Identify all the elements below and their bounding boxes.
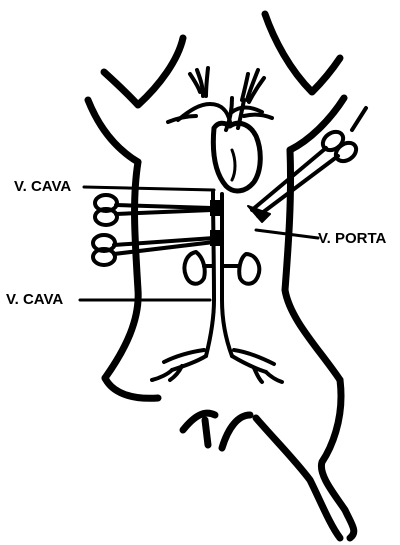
neck-vessels — [168, 68, 272, 122]
label-vena-cava-upper: V. CAVA — [14, 178, 71, 195]
scissors-clamp-icon — [95, 195, 222, 225]
label-vena-cava-lower: V. CAVA — [6, 291, 63, 308]
scissors-clamp-icon — [248, 108, 366, 222]
label-vena-porta: V. PORTA — [318, 230, 387, 247]
heart — [213, 98, 260, 191]
